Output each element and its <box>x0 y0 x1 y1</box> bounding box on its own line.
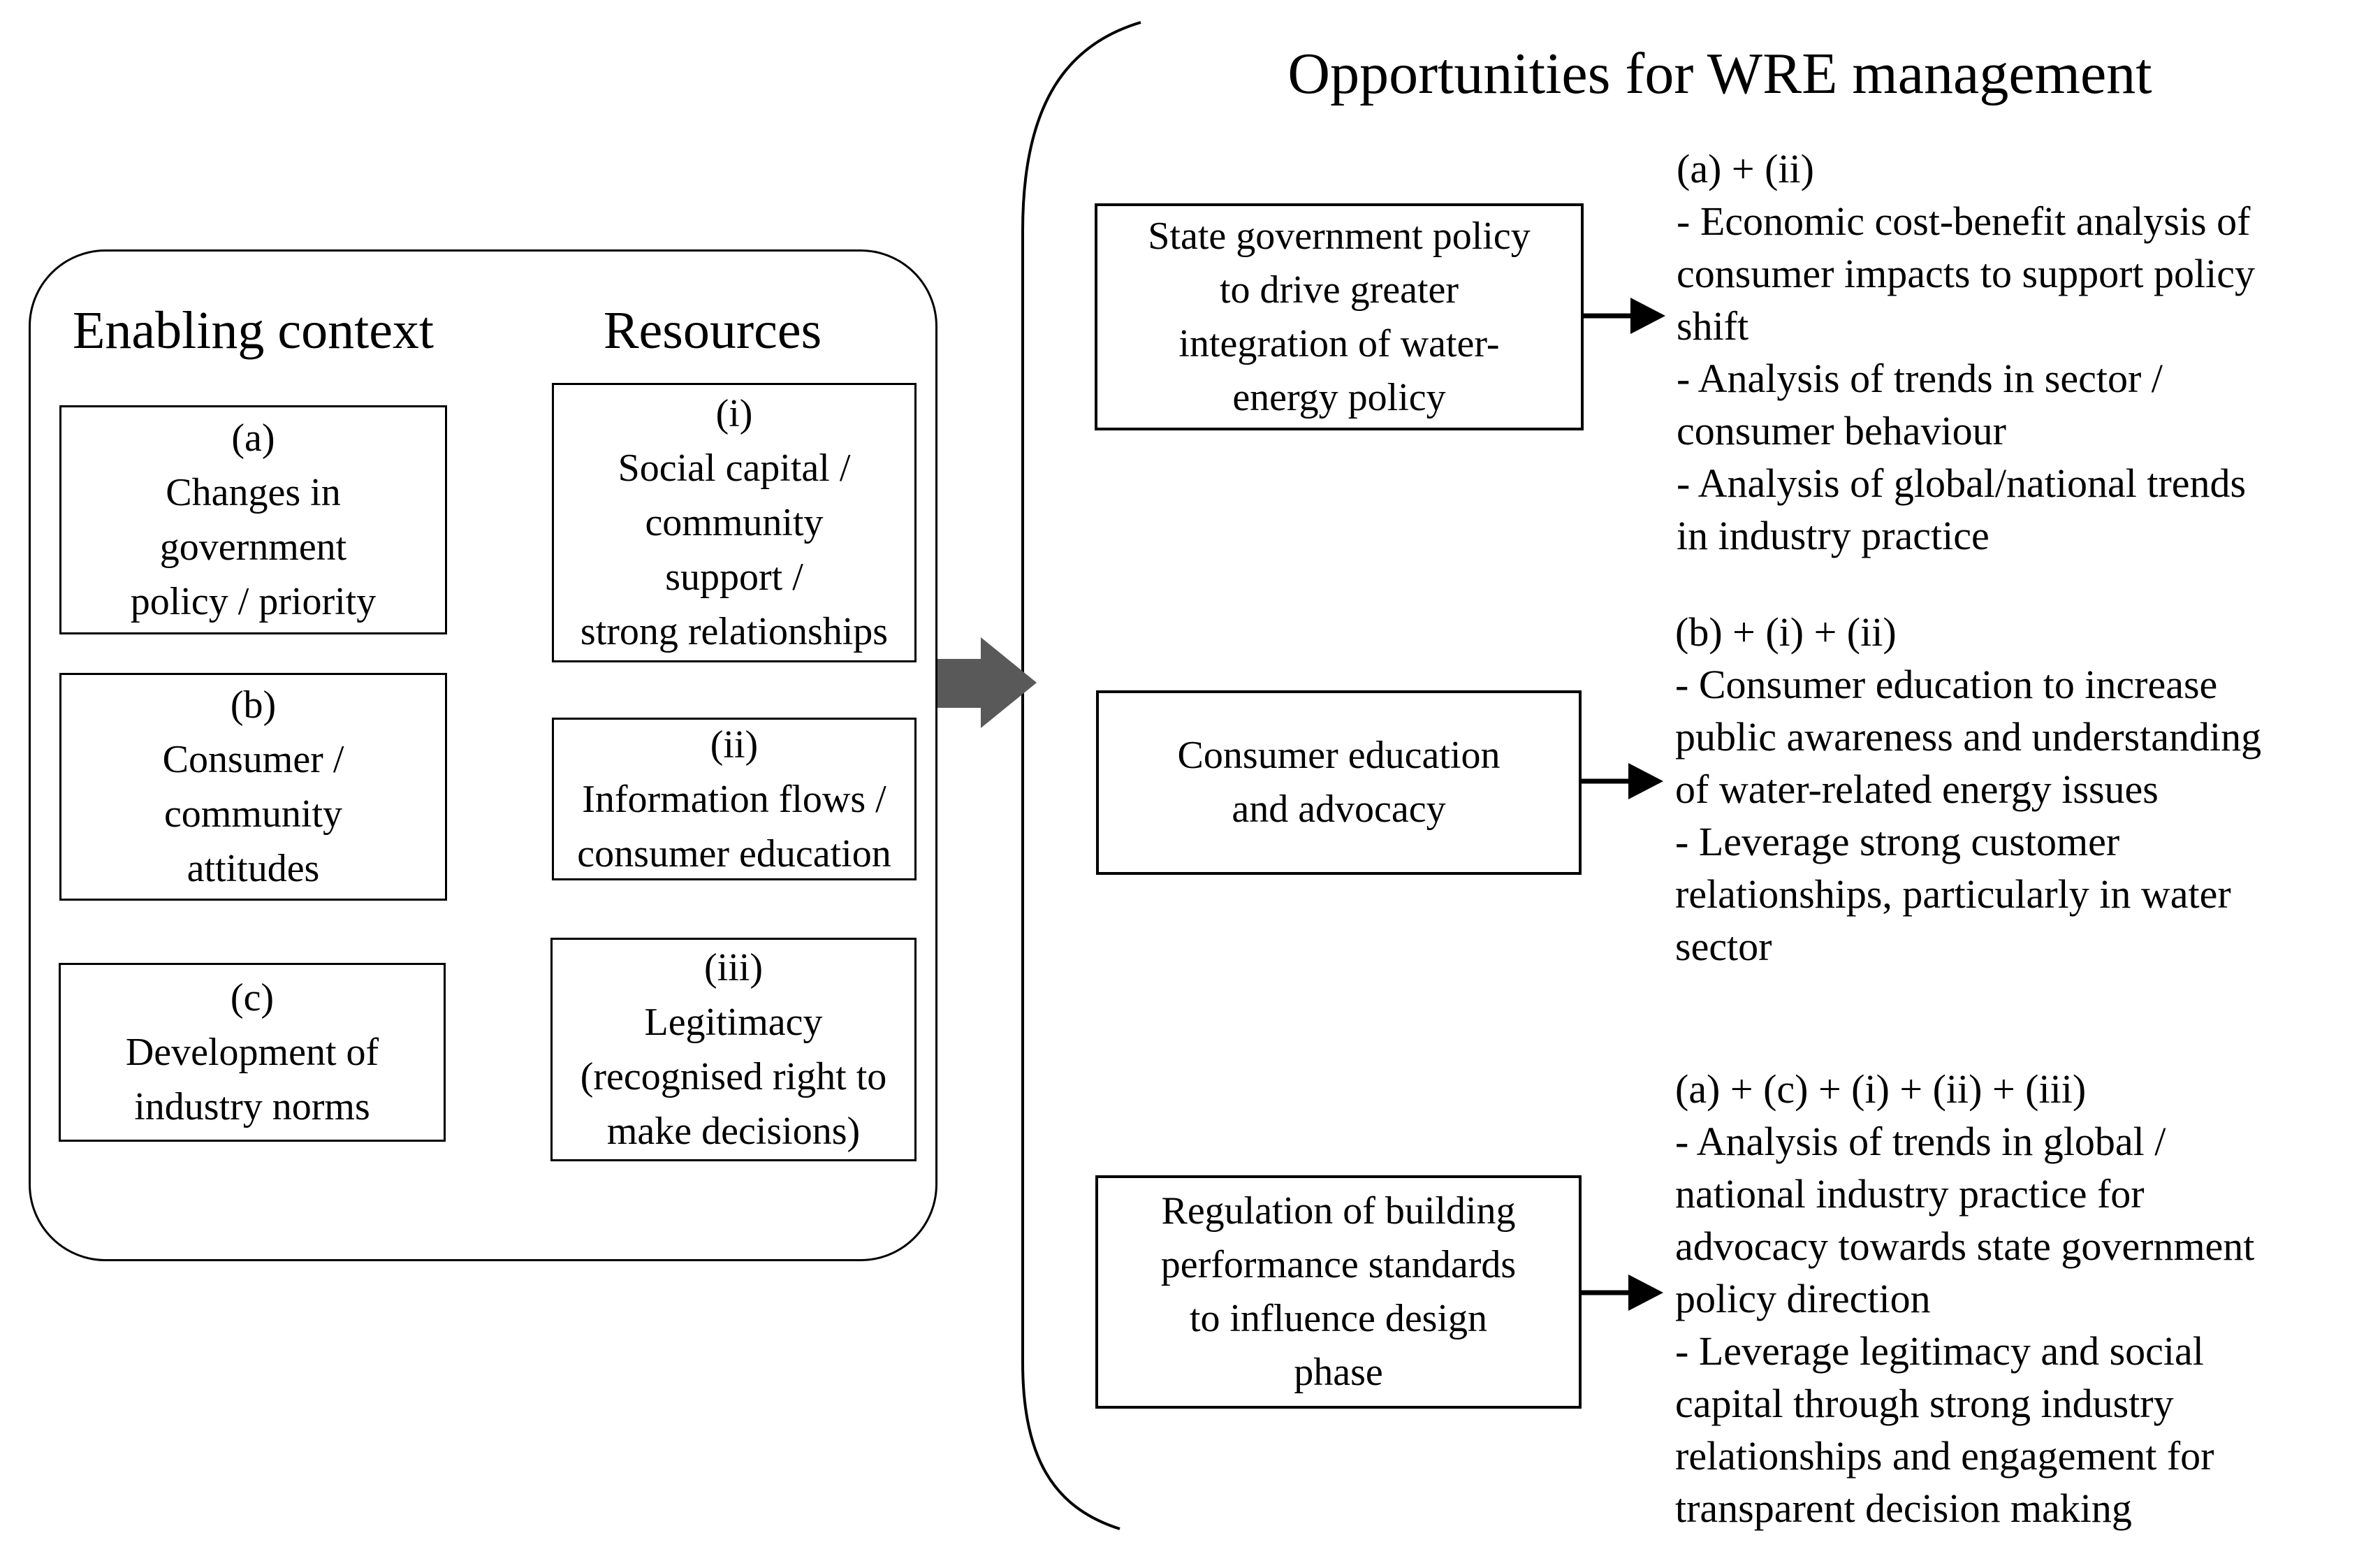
enabling-box-a: (a) Changes in government policy / prior… <box>59 405 447 634</box>
resource-box-ii: (ii) Information flows / consumer educat… <box>552 718 917 880</box>
opportunity-box-building-regulation: Regulation of building performance stand… <box>1095 1175 1582 1409</box>
pointer-arrow-1-icon <box>1584 298 1665 334</box>
resource-box-iii: (iii) Legitimacy (recognised right to ma… <box>550 938 917 1161</box>
pointer-arrow-3-icon <box>1582 1275 1663 1311</box>
enabling-context-header: Enabling context <box>72 300 435 360</box>
resources-header: Resources <box>603 300 822 360</box>
opportunity-notes-building-regulation: (a) + (c) + (i) + (ii) + (iii) - Analysi… <box>1675 1066 2255 1531</box>
opportunity-box-state-policy: State government policy to drive greater… <box>1095 203 1584 430</box>
enabling-box-c: (c) Development of industry norms <box>59 963 446 1142</box>
opportunity-box-consumer-education: Consumer education and advocacy <box>1096 690 1582 875</box>
pointer-arrow-2-icon <box>1582 763 1663 799</box>
opportunity-notes-state-policy: (a) + (ii) - Economic cost-benefit analy… <box>1677 146 2255 558</box>
flow-arrow-icon <box>937 637 1037 728</box>
enabling-box-b: (b) Consumer / community attitudes <box>59 673 447 901</box>
resource-box-i: (i) Social capital / community support /… <box>552 383 917 662</box>
enabling-resources-panel <box>29 249 937 1261</box>
opportunity-notes-consumer-education: (b) + (i) + (ii) - Consumer education to… <box>1675 609 2262 969</box>
opportunities-title: Opportunities for WRE management <box>1287 41 2152 106</box>
